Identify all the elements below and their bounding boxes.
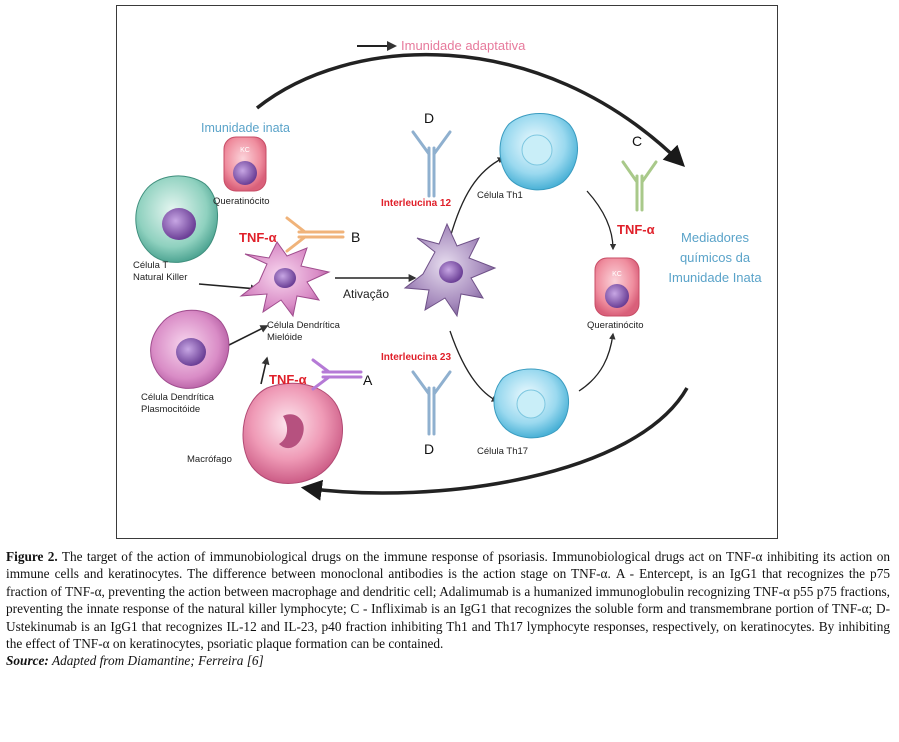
label-mediadores-3: Imunidade Inata <box>668 270 762 285</box>
source-text: Adapted from Diamantine; Ferreira [6] <box>48 653 264 669</box>
letter-d-bottom: D <box>424 441 434 457</box>
figure-caption: Figure 2. The target of the action of im… <box>6 548 890 670</box>
antibody-b-icon <box>285 216 345 253</box>
plasmacytoid-dendritic-cell <box>150 309 230 389</box>
macrophage-cell <box>242 382 344 484</box>
th1-cell <box>499 113 579 191</box>
label-imunidade-inata: Imunidade inata <box>201 121 290 135</box>
caption-text: The target of the action of immunobiolog… <box>6 549 890 652</box>
label-celula-th1: Célula Th1 <box>477 190 523 201</box>
label-celula-dendritica-plasmocitoide-1: Célula Dendrítica <box>141 392 215 403</box>
letter-d-top: D <box>424 110 434 126</box>
bottom-cycle-arrow <box>300 387 689 501</box>
antibody-c-icon <box>621 160 658 212</box>
label-natural-killer: Natural Killer <box>133 272 187 283</box>
label-celula-dendritica-mieloide-1: Célula Dendrítica <box>267 320 341 331</box>
label-macrofago: Macrófago <box>187 454 232 465</box>
arrow-mac-to-dc <box>260 356 270 385</box>
label-tnf-a: TNF-α <box>269 372 307 387</box>
label-tnf-c: TNF-α <box>617 222 655 237</box>
caption-source: Source: Adapted from Diamantine; Ferreir… <box>6 653 264 668</box>
kc-top-label: KC <box>240 147 250 154</box>
letter-a: A <box>363 372 373 388</box>
label-celula-t: Célula T <box>133 260 168 271</box>
myeloid-dendritic-cell <box>239 241 331 318</box>
arrow-pdc-to-dc <box>222 325 269 349</box>
label-mediadores-1: Mediadores <box>681 230 749 245</box>
nk-cell <box>135 175 219 263</box>
activated-dendritic-cell <box>403 222 497 318</box>
kc-right-label: KC <box>612 271 622 278</box>
source-label: Source: <box>6 653 49 669</box>
arrow-th1-to-kc <box>586 190 617 251</box>
label-queratinocito-right: Queratinócito <box>587 320 644 331</box>
antibody-d-bottom-icon <box>411 370 452 436</box>
antibody-a-icon <box>311 358 363 391</box>
label-celula-dendritica-mieloide-2: Mielóide <box>267 332 302 343</box>
psoriasis-immune-diagram: KC KC <box>133 38 762 501</box>
letter-b: B <box>351 229 360 245</box>
label-ativacao: Ativação <box>343 287 389 301</box>
arrow-to-th1 <box>449 157 505 239</box>
arrow-th17-to-kc <box>578 332 616 392</box>
label-celula-dendritica-plasmocitoide-2: Plasmocitóide <box>141 404 200 415</box>
keratinocyte-right-cell: KC <box>594 257 640 317</box>
letter-c: C <box>632 133 642 149</box>
antibody-d-top-icon <box>411 130 452 198</box>
label-tnf-b: TNF-α <box>239 230 277 245</box>
arrow-nk-to-dc <box>198 283 259 293</box>
label-mediadores-2: químicos da <box>680 250 751 265</box>
label-interleucina-12: Interleucina 12 <box>381 198 451 209</box>
keratinocyte-top-cell: KC <box>223 136 267 192</box>
label-queratinocito-top: Queratinócito <box>213 196 270 207</box>
th17-cell <box>493 368 569 439</box>
label-interleucina-23: Interleucina 23 <box>381 352 451 363</box>
figure-frame: KC KC <box>116 5 778 539</box>
top-cycle-arrow <box>255 52 685 167</box>
label-imunidade-adaptativa: Imunidade adaptativa <box>401 38 526 53</box>
figure-label: Figure 2. <box>6 549 58 564</box>
label-celula-th17: Célula Th17 <box>477 446 528 457</box>
arrow-to-th17 <box>449 330 499 402</box>
